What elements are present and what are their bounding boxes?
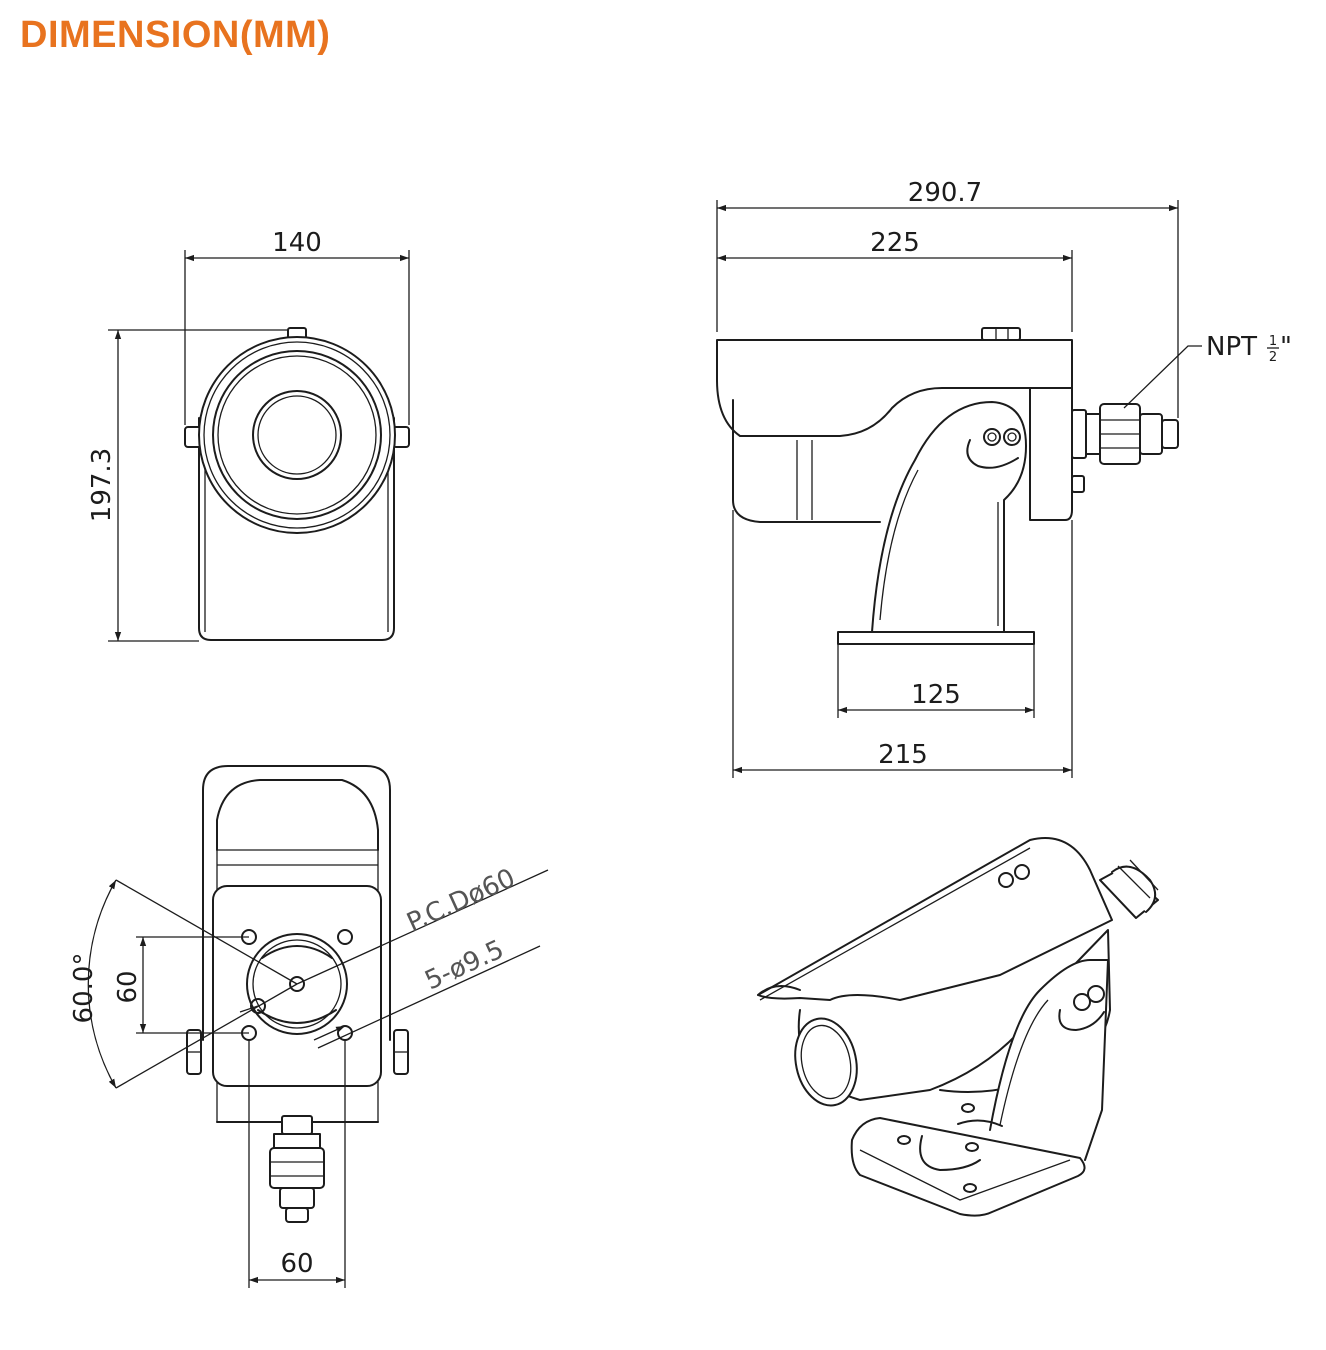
front-height-label: 197.3 (87, 448, 117, 522)
front-bracket (198, 417, 395, 641)
front-lens (252, 390, 342, 480)
bottom-base-plate (212, 885, 382, 1087)
horizontal-spacing-label: 60 (280, 1249, 313, 1279)
npt-leader (1123, 345, 1202, 409)
bottom-view: 60 60 60.0° P.C.Dø60 5-ø9.5 (69, 765, 549, 1288)
mount-column (871, 401, 1027, 633)
base-width-label: 125 (911, 680, 961, 710)
holes-label: 5-ø9.5 (420, 935, 508, 997)
iso-lens (794, 1017, 858, 1107)
npt-fraction-denominator: 2 (1269, 350, 1277, 365)
angle-arc (87, 879, 117, 1089)
bottom-outer-housing (202, 765, 391, 1041)
isometric-view (757, 837, 1159, 1217)
page-title: DIMENSION(MM) (20, 14, 331, 56)
front-view: 140 197.3 (87, 228, 410, 642)
mount-length-label: 215 (878, 740, 928, 770)
base-plate (837, 631, 1035, 645)
sunshield (716, 339, 1073, 437)
housing-length-label: 225 (870, 228, 920, 258)
front-housing (198, 336, 396, 534)
npt-fraction-numerator: 1 (1269, 334, 1277, 349)
overall-length-label: 290.7 (908, 178, 982, 208)
cable-gland (1071, 403, 1179, 465)
pcd-label: P.C.Dø60 (402, 863, 519, 938)
angle-label: 60.0° (69, 953, 99, 1024)
front-width-label: 140 (272, 228, 322, 258)
npt-inch-mark: " (1280, 332, 1292, 362)
side-view: 290.7 225 125 215 NPT 1 2 " (716, 178, 1292, 778)
npt-label: NPT (1206, 332, 1257, 362)
vertical-spacing-label: 60 (113, 970, 143, 1003)
iso-cable-gland (1099, 859, 1159, 919)
